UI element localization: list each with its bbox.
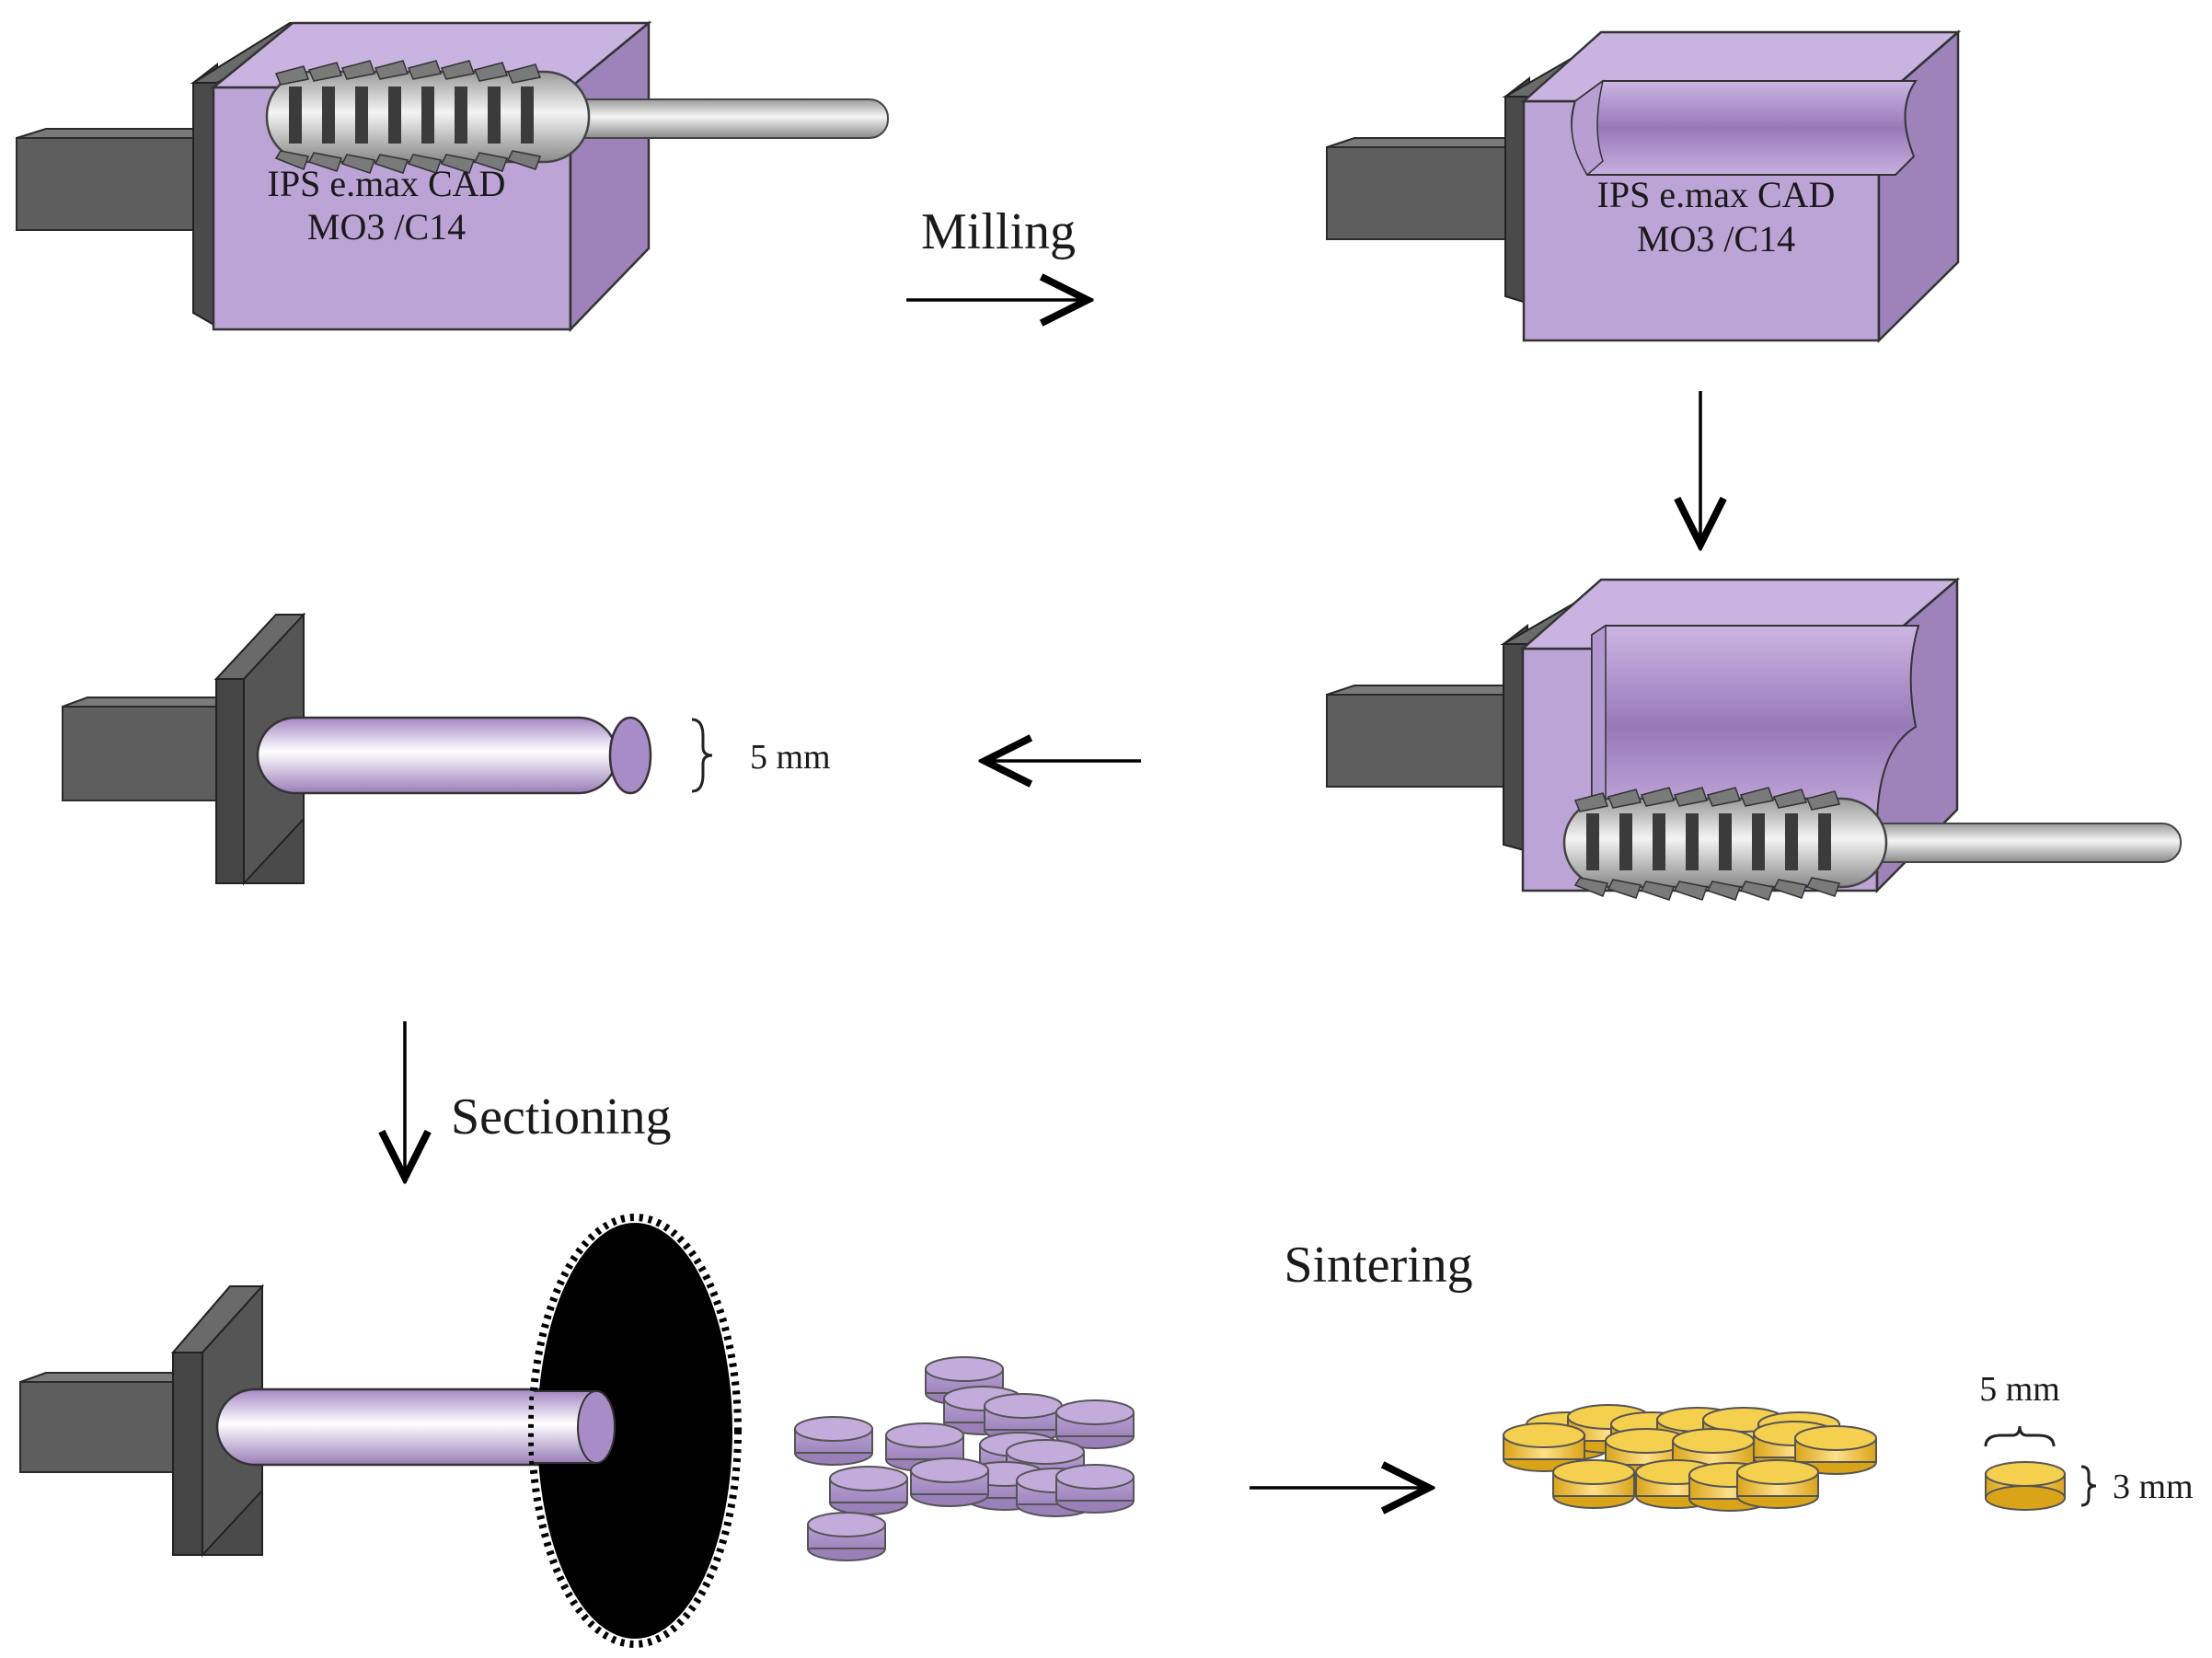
disc [1055, 1399, 1135, 1449]
disc-thickness-label: 3 mm [2113, 1468, 2194, 1506]
diameter-bracket [691, 718, 713, 793]
disc [829, 1466, 908, 1515]
block-with-groove: IPS e.max CAD MO3 /C14 [1326, 29, 1962, 343]
disc [1736, 1459, 1819, 1509]
milling-bur [265, 60, 889, 174]
disc [794, 1416, 873, 1466]
disc [1503, 1422, 1585, 1472]
disc-diameter-label: 5 mm [1979, 1370, 2060, 1409]
disc [910, 1457, 989, 1507]
disc [925, 1356, 1004, 1406]
holder-shaft [62, 706, 229, 801]
step-label-sintering: Sintering [1284, 1237, 1472, 1294]
single-disc [1985, 1461, 2066, 1487]
disc [1055, 1464, 1135, 1514]
sectioned-discs-purple [794, 1356, 1135, 1561]
block-with-bur-second [1326, 577, 2182, 901]
rod-sectioning-with-saw [19, 1214, 742, 1648]
disc-diameter-bracket [1984, 1425, 2056, 1447]
rod-end [608, 716, 652, 795]
holder-shaft [1326, 694, 1512, 788]
step-label-milling: Milling [921, 203, 1076, 260]
rod-diameter-label: 5 mm [750, 738, 831, 777]
disc [807, 1512, 886, 1561]
sintered-discs-gold [1503, 1404, 1877, 1512]
milled-groove [1571, 80, 1918, 176]
block-label-line1: IPS e.max CAD [268, 163, 506, 204]
block-label-line1: IPS e.max CAD [1597, 174, 1836, 215]
holder-shaft [19, 1381, 182, 1473]
milled-channel [1591, 625, 1920, 829]
block-with-bur-initial: IPS e.max CAD MO3 /C14 [16, 20, 889, 333]
disc [1552, 1459, 1635, 1509]
block-label-line2: MO3 /C14 [307, 206, 466, 248]
milled-rod-on-holder: 5 mm [62, 612, 831, 886]
holder-plate [172, 1352, 203, 1556]
ceramic-rod [256, 716, 618, 795]
milling-bur [1562, 787, 2182, 901]
holder-shaft [16, 137, 202, 231]
step-label-sectioning: Sectioning [451, 1088, 672, 1146]
disc-thickness-bracket [2080, 1465, 2097, 1507]
block-label-line2: MO3 /C14 [1637, 218, 1795, 259]
sintered-disc-dimensioned: 5 mm 3 mm [1979, 1370, 2194, 1511]
holder-shaft [1326, 146, 1512, 240]
